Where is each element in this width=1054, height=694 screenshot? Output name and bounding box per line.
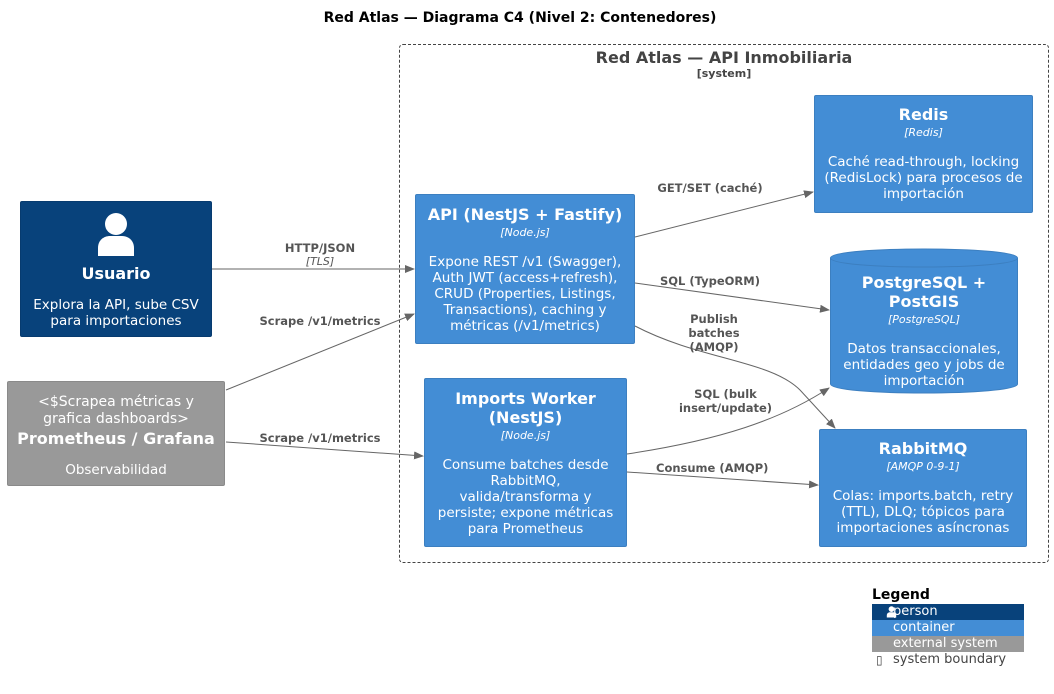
api-description: Expone REST /v1 (Swagger), Auth JWT (acc…	[428, 254, 622, 334]
redis-container-box[interactable]: Redis [Redis] Caché read-through, lockin…	[814, 95, 1033, 213]
user-name: Usuario	[81, 264, 151, 283]
rabbitmq-description: Colas: imports.batch, retry (TTL), DLQ; …	[832, 488, 1014, 536]
boundary-glyph-icon: ▯	[876, 653, 883, 667]
edge-prometheus-api	[225, 313, 415, 391]
redis-description: Caché read-through, locking (RedisLock) …	[824, 154, 1023, 202]
legend-label-external-system: external system	[893, 636, 998, 651]
system-boundary: Red Atlas — API Inmobiliaria [system]	[399, 44, 1049, 563]
edge-user-api-label: HTTP/JSON	[284, 241, 356, 255]
user-description: Explora la API, sube CSV para importacio…	[33, 297, 199, 329]
rabbitmq-name: RabbitMQ	[878, 439, 968, 458]
edge-api-redis	[634, 190, 814, 238]
postgres-name: PostgreSQL + PostGIS	[861, 273, 987, 311]
api-tech: [Node.js]	[500, 226, 550, 239]
edge-api-postgres	[634, 282, 830, 313]
postgres-description: Datos transaccionales, entidades geo y j…	[843, 341, 1005, 389]
edge-label-prometheus-api: Scrape /v1/metrics	[259, 314, 381, 328]
api-container-box[interactable]: API (NestJS + Fastify) [Node.js] Expone …	[415, 194, 635, 344]
legend-item-external-system: external system	[872, 636, 1024, 652]
edge-label-worker-rabbitmq: Consume (AMQP)	[656, 461, 769, 475]
legend-item-system-boundary: ▯ system boundary	[872, 652, 1024, 668]
edge-api-rabbitmq	[634, 325, 836, 429]
rabbitmq-tech: [AMQP 0-9-1]	[886, 460, 960, 473]
person-icon	[886, 606, 897, 618]
postgres-tech: [PostgreSQL]	[887, 313, 961, 326]
edge-worker-rabbitmq	[626, 471, 819, 489]
legend-title: Legend	[872, 587, 930, 603]
boundary-title: Red Atlas — API Inmobiliaria	[595, 48, 853, 67]
database-cylinder-icon	[830, 248, 1018, 394]
legend-label-person: person	[893, 604, 938, 619]
edge-label-api-rabbitmq: Publish batches (AMQP)	[688, 312, 740, 354]
legend-item-person: person	[872, 604, 1024, 620]
edge-label-user-api: HTTP/JSON [TLS]	[270, 241, 370, 269]
postgres-database-box[interactable]: PostgreSQL + PostGIS [PostgreSQL] Datos …	[830, 248, 1018, 394]
diagram-title: Red Atlas — Diagrama C4 (Nivel 2: Conten…	[323, 10, 717, 26]
edge-label-worker-postgres: SQL (bulk insert/update)	[678, 387, 773, 415]
api-name: API (NestJS + Fastify)	[427, 205, 623, 224]
redis-name: Redis	[898, 105, 949, 124]
redis-tech: [Redis]	[904, 126, 943, 139]
edge-label-api-postgres: SQL (TypeORM)	[660, 274, 760, 288]
edge-label-prometheus-worker: Scrape /v1/metrics	[259, 431, 381, 445]
prometheus-grafana-box[interactable]: <$Scrapea métricas y grafica dashboards>…	[7, 381, 225, 486]
legend: Legend person container external system …	[872, 587, 1024, 668]
worker-tech: [Node.js]	[500, 429, 551, 442]
prometheus-stereotype: <$Scrapea métricas y grafica dashboards>	[38, 394, 194, 427]
worker-description: Consume batches desde RabbitMQ, valida/t…	[437, 457, 614, 537]
edge-user-api-tech: [TLS]	[305, 255, 335, 268]
worker-name: Imports Worker (NestJS)	[455, 389, 596, 427]
legend-item-container: container	[872, 620, 1024, 636]
prometheus-name: Prometheus / Grafana	[17, 429, 215, 448]
legend-label-container: container	[893, 620, 955, 635]
edge-label-api-redis: GET/SET (caché)	[657, 181, 763, 195]
person-icon	[98, 213, 134, 256]
edge-prometheus-worker	[225, 441, 424, 460]
edge-worker-postgres	[626, 387, 830, 455]
legend-label-system-boundary: system boundary	[893, 652, 1007, 667]
imports-worker-container-box[interactable]: Imports Worker (NestJS) [Node.js] Consum…	[424, 378, 627, 547]
prometheus-description: Observabilidad	[65, 462, 167, 478]
rabbitmq-container-box[interactable]: RabbitMQ [AMQP 0-9-1] Colas: imports.bat…	[819, 429, 1027, 547]
user-person-box[interactable]: Usuario Explora la API, sube CSV para im…	[20, 201, 212, 337]
boundary-tag: [system]	[696, 67, 752, 80]
